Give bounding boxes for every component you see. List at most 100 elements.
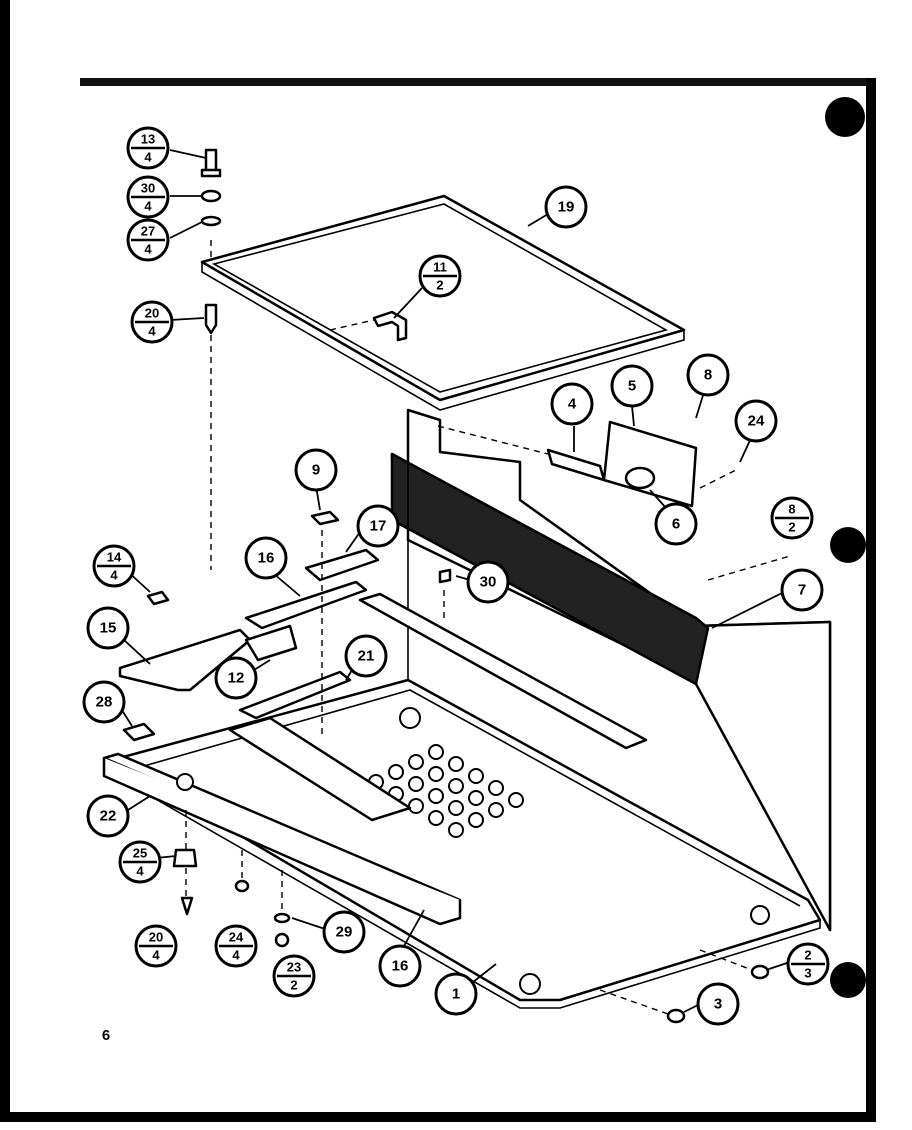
screw-2 (750, 964, 770, 980)
frame-bottom-border (0, 1112, 876, 1122)
callout-quantity: 4 (232, 948, 240, 963)
callout-circle (734, 399, 778, 443)
callout-quantity: 2 (436, 278, 443, 293)
callout-label: 24 (748, 413, 765, 430)
callout-4: 4 (550, 382, 594, 426)
front-rail (102, 752, 462, 926)
callout-24-4: 244 (214, 924, 258, 968)
callout-label: 22 (100, 808, 117, 825)
callout-quantity: 2 (290, 978, 297, 993)
top-cover-panel (200, 194, 686, 411)
callout-circle (466, 560, 510, 604)
callout-circle (696, 982, 740, 1026)
callout-circle (654, 502, 698, 546)
callout-part-number: 24 (229, 930, 244, 945)
callout-part-number: 30 (141, 181, 155, 196)
callout-12: 12 (214, 656, 258, 700)
callout-label: 7 (798, 582, 806, 599)
binder-hole-bottom (830, 962, 866, 998)
callout-label: 12 (228, 670, 245, 687)
base-pan-hole (399, 707, 421, 729)
callout-17: 17 (356, 504, 400, 548)
callout-8-2: 82 (770, 496, 814, 540)
callout-23-2: 232 (272, 954, 316, 998)
callout-circle (294, 448, 338, 492)
frame-top-border (80, 78, 868, 86)
callout-11-2: 112 (418, 254, 462, 298)
callout-label: 28 (96, 694, 113, 711)
callout-quantity: 4 (110, 568, 118, 583)
callout-part-number: 23 (287, 960, 301, 975)
callout-label: 3 (714, 996, 722, 1013)
callout-24a: 24 (734, 399, 778, 443)
callout-quantity: 4 (144, 199, 152, 214)
frame-right-border (866, 78, 876, 1118)
callout-part-number: 11 (433, 260, 447, 275)
callout-28: 28 (82, 680, 126, 724)
callout-circle (322, 910, 366, 954)
callout-label: 9 (312, 462, 320, 479)
screw-3 (666, 1008, 686, 1024)
callout-25-4: 254 (118, 840, 162, 884)
callout-circle (378, 944, 422, 988)
page-number: 6 (102, 1027, 110, 1044)
rear-channel (358, 592, 648, 750)
screw-24-bottom (234, 879, 250, 893)
washer-30 (200, 189, 222, 203)
callout-circle (550, 382, 594, 426)
bracket-5 (602, 420, 698, 508)
binder-hole-top (825, 97, 865, 137)
foot-25 (172, 848, 198, 868)
callout-circle (544, 185, 588, 229)
callout-27-4: 274 (126, 218, 170, 262)
callout-quantity: 4 (136, 864, 144, 879)
back-panel (390, 408, 832, 932)
callout-label: 1 (452, 986, 460, 1003)
callout-19: 19 (544, 185, 588, 229)
callout-circle (86, 794, 130, 838)
bracket-15 (118, 628, 252, 692)
callout-circle (686, 353, 730, 397)
callout-circle (86, 606, 130, 650)
callout-circle (82, 680, 126, 724)
bracket-12 (244, 624, 298, 662)
callout-label: 16 (392, 958, 409, 975)
callout-part-number: 25 (133, 846, 147, 861)
callout-circle (214, 656, 258, 700)
leader-lines (117, 149, 791, 1013)
callout-label: 19 (558, 199, 575, 216)
bracket-17 (304, 548, 380, 582)
screw-20-bottom (180, 896, 194, 916)
callout-2-3: 23 (786, 942, 830, 986)
callout-13-4: 134 (126, 126, 170, 170)
callout-16b: 16 (378, 944, 422, 988)
callout-14-4: 144 (92, 544, 136, 588)
frame-left-border (0, 0, 10, 1120)
callout-part-number: 27 (141, 224, 155, 239)
callout-label: 6 (672, 516, 680, 533)
callout-layer: 1343042742041121945824682791716301441512… (82, 126, 830, 1026)
callout-5: 5 (610, 364, 654, 408)
callout-30-4: 304 (126, 175, 170, 219)
clip-9 (310, 510, 340, 526)
callout-quantity: 4 (144, 150, 152, 165)
callout-label: 16 (258, 550, 275, 567)
pad-28 (122, 722, 156, 742)
callout-part-number: 20 (145, 306, 159, 321)
callout-6: 6 (654, 502, 698, 546)
callout-label: 29 (336, 924, 353, 941)
callout-30: 30 (466, 560, 510, 604)
bracket-16-top (244, 580, 368, 630)
callout-1: 1 (434, 972, 478, 1016)
callout-label: 5 (628, 378, 636, 395)
callout-21: 21 (344, 634, 388, 678)
callout-quantity: 2 (788, 520, 795, 535)
callout-20-4b: 204 (134, 924, 178, 968)
callout-part-number: 13 (141, 132, 155, 147)
callout-circle (434, 972, 478, 1016)
callout-9: 9 (294, 448, 338, 492)
washer-27 (200, 215, 222, 227)
terminal-6 (624, 466, 656, 490)
callout-label: 21 (358, 648, 375, 665)
